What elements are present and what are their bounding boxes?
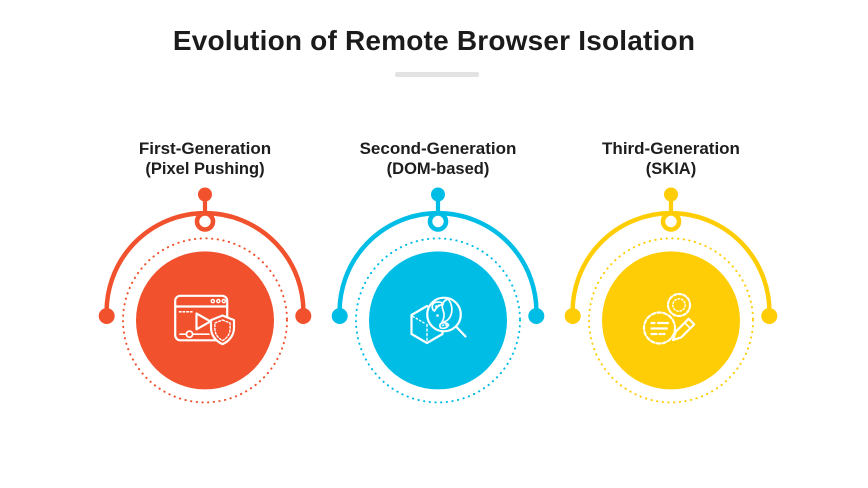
hub-ring [660,211,682,232]
generation-disc [136,251,274,390]
dotted-ring [355,237,521,404]
generation-subtitle: (Pixel Pushing) [145,160,265,178]
heading-second-generation: Second-Generation (DOM-based) [318,139,558,179]
generation-name: First-Generation [138,139,272,158]
gears-pencil-icon [642,292,696,345]
arc-end-dot-left [98,308,115,324]
node-graphic-third-generation [564,187,778,404]
top-dot [664,187,678,202]
hub-ring [194,211,216,232]
arc-end-dot-left [564,308,581,324]
hub-ring [427,211,449,232]
arc-end-dot-right [528,308,545,324]
arc-end-dot-right [761,308,778,324]
arc-end-dot-left [331,308,348,324]
generation-subtitle: (DOM-based) [386,160,490,178]
generation-name: Third-Generation [602,139,740,158]
generation-disc [602,251,740,390]
heading-first-generation: First-Generation (Pixel Pushing) [85,139,325,179]
page-title: Evolution of Remote Browser Isolation [172,25,696,56]
top-dot [198,187,212,202]
node-graphic-second-generation [331,187,545,404]
generation-name: Second-Generation [359,139,517,158]
top-dot [431,187,445,202]
title-divider [395,72,479,77]
dom-cube-magnifier-icon [410,296,467,345]
node-graphic-first-generation [98,187,312,404]
dotted-ring [122,237,288,404]
generation-subtitle: (SKIA) [645,160,697,178]
heading-third-generation: Third-Generation (SKIA) [551,139,791,179]
arc-end-dot-right [295,308,312,324]
browser-video-shield-icon [174,294,236,346]
dotted-ring [588,237,754,404]
